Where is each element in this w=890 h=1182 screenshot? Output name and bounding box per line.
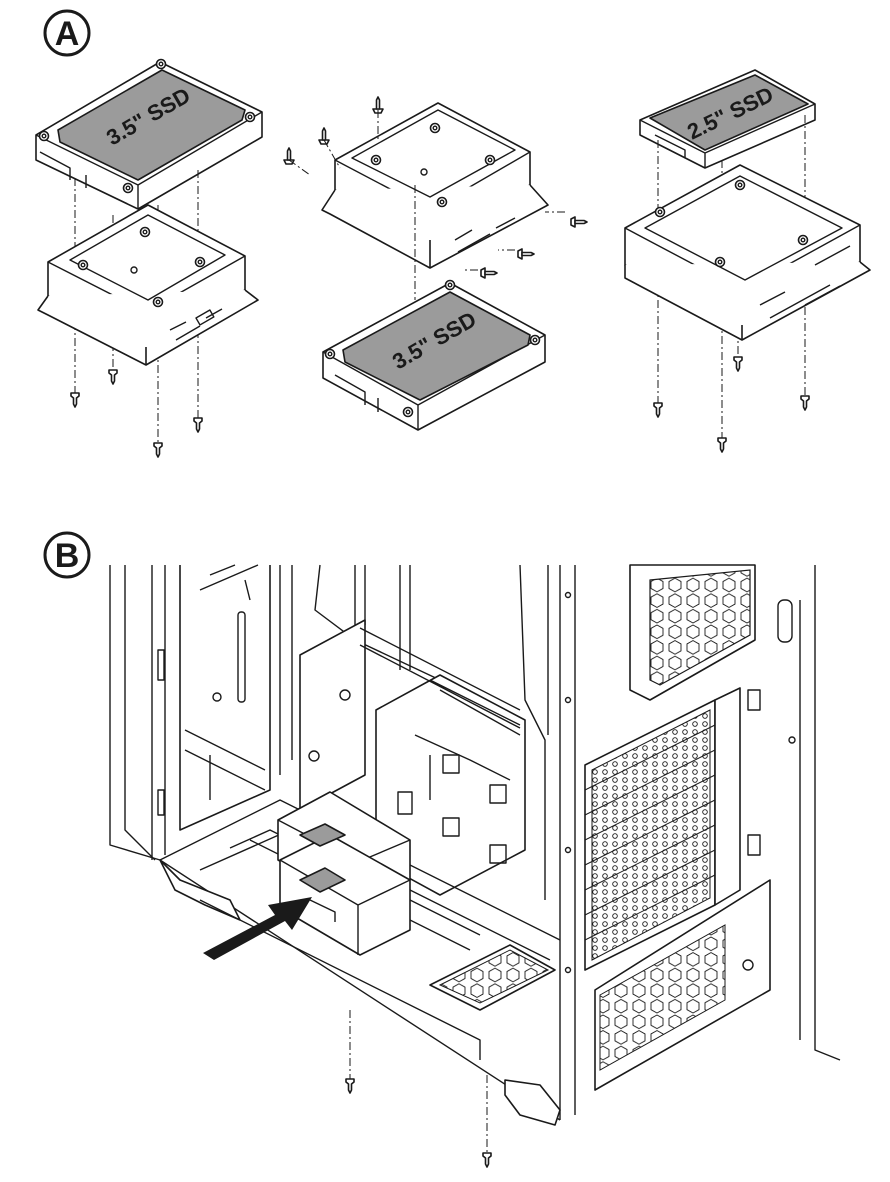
screw [734,357,742,371]
step-a-badge: A [45,11,89,55]
screw [518,249,534,259]
screw [319,128,329,144]
assembly-3-25-ssd-on-bracket: 2.5" SSD [625,70,870,452]
assembly-1-hdd-on-bracket: 3.5" SSD [36,60,262,458]
drive-bracket-2 [322,103,548,268]
screw [194,418,202,432]
screw [654,403,662,417]
step-b-badge: B [45,533,89,577]
drive-bracket-3 [625,165,870,340]
ssd-35-drive-1: 3.5" SSD [36,60,262,210]
pc-case-interior [110,565,840,1125]
step-a-badge-letter: A [55,15,80,53]
step-b-badge-letter: B [55,537,80,575]
screw [109,370,117,384]
screw [154,443,162,457]
screw [284,148,294,164]
screw [718,438,726,452]
screw [481,268,497,278]
ssd-35-drive-2: 3.5" SSD [323,281,545,431]
drive-bracket-1 [38,205,258,365]
screw [71,393,79,407]
assembly-2-bracket-over-hdd: 3.5" SSD [284,97,587,430]
screw [483,1153,491,1167]
ssd-25-drive: 2.5" SSD [640,70,815,168]
screw [571,217,587,227]
screw [801,396,809,410]
screw [346,1079,354,1093]
